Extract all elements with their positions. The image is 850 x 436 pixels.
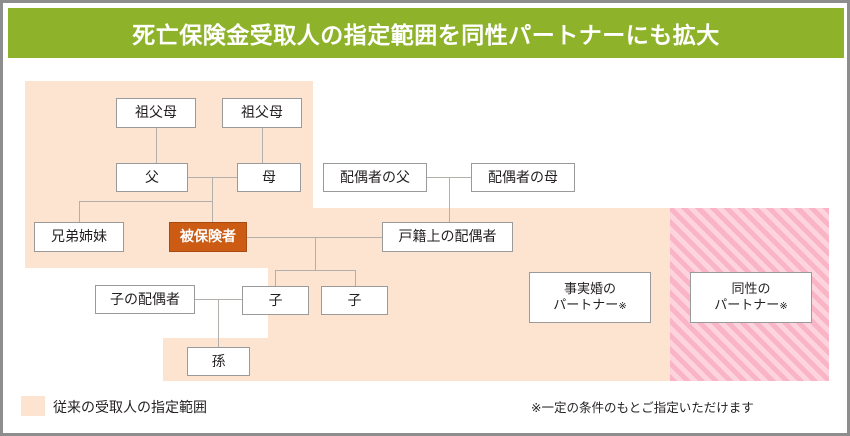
- existing-scope-region-mid: [25, 208, 670, 268]
- node-spouse-father[interactable]: 配偶者の父: [323, 163, 427, 192]
- same-sex-partner-footnote-mark: ※: [779, 301, 788, 313]
- node-siblings[interactable]: 兄弟姉妹: [34, 222, 124, 252]
- connector-gp2-mother: [262, 128, 263, 163]
- same-sex-partner-line2: パートナー: [714, 297, 780, 313]
- connector-kids-bus-child2: [355, 270, 356, 286]
- node-child-1[interactable]: 子: [242, 286, 309, 315]
- connector-bus-insured: [212, 201, 213, 222]
- node-father[interactable]: 父: [116, 163, 188, 192]
- node-child-2[interactable]: 子: [321, 286, 388, 315]
- connector-spouse-parents-drop: [449, 177, 450, 222]
- node-common-law-partner[interactable]: 事実婚の パートナー※: [529, 272, 651, 323]
- node-grandparents-paternal[interactable]: 祖父母: [116, 98, 196, 128]
- connector-kids-bus-child1: [275, 270, 276, 286]
- connector-gp1-father: [156, 128, 157, 163]
- common-law-partner-line2: パートナー: [553, 297, 619, 313]
- legend-swatch-existing-scope: [21, 396, 45, 416]
- connector-children-bus: [79, 201, 212, 202]
- same-sex-partner-line1: 同性の: [731, 281, 771, 297]
- node-spouse-mother[interactable]: 配偶者の母: [471, 163, 575, 192]
- node-same-sex-partner[interactable]: 同性の パートナー※: [690, 272, 812, 323]
- node-grandparents-maternal[interactable]: 祖父母: [222, 98, 302, 128]
- common-law-partner-line1: 事実婚の: [563, 281, 616, 297]
- connector-bus-siblings: [79, 201, 80, 222]
- connector-insured-spouse: [246, 237, 383, 238]
- node-grandchild[interactable]: 孫: [187, 347, 250, 376]
- node-child-spouse[interactable]: 子の配偶者: [95, 285, 195, 314]
- connector-childcouple-drop: [218, 299, 219, 347]
- connector-parents-drop: [212, 177, 213, 201]
- node-insured[interactable]: 被保険者: [169, 222, 247, 252]
- header-banner: 死亡保険金受取人の指定範囲を同性パートナーにも拡大: [8, 8, 844, 58]
- footnote-text: ※一定の条件のもとご指定いただけます: [531, 401, 754, 415]
- connector-couple-drop: [315, 237, 316, 270]
- node-mother[interactable]: 母: [237, 163, 301, 192]
- common-law-partner-footnote-mark: ※: [618, 301, 627, 313]
- common-law-partner-line2-wrap: パートナー※: [553, 297, 626, 314]
- same-sex-partner-line2-wrap: パートナー※: [714, 297, 787, 314]
- connector-kids-bus: [275, 270, 355, 271]
- legend-label-existing-scope: 従来の受取人の指定範囲: [53, 399, 207, 415]
- node-legal-spouse[interactable]: 戸籍上の配偶者: [382, 222, 513, 252]
- page-title: 死亡保険金受取人の指定範囲を同性パートナーにも拡大: [132, 22, 720, 48]
